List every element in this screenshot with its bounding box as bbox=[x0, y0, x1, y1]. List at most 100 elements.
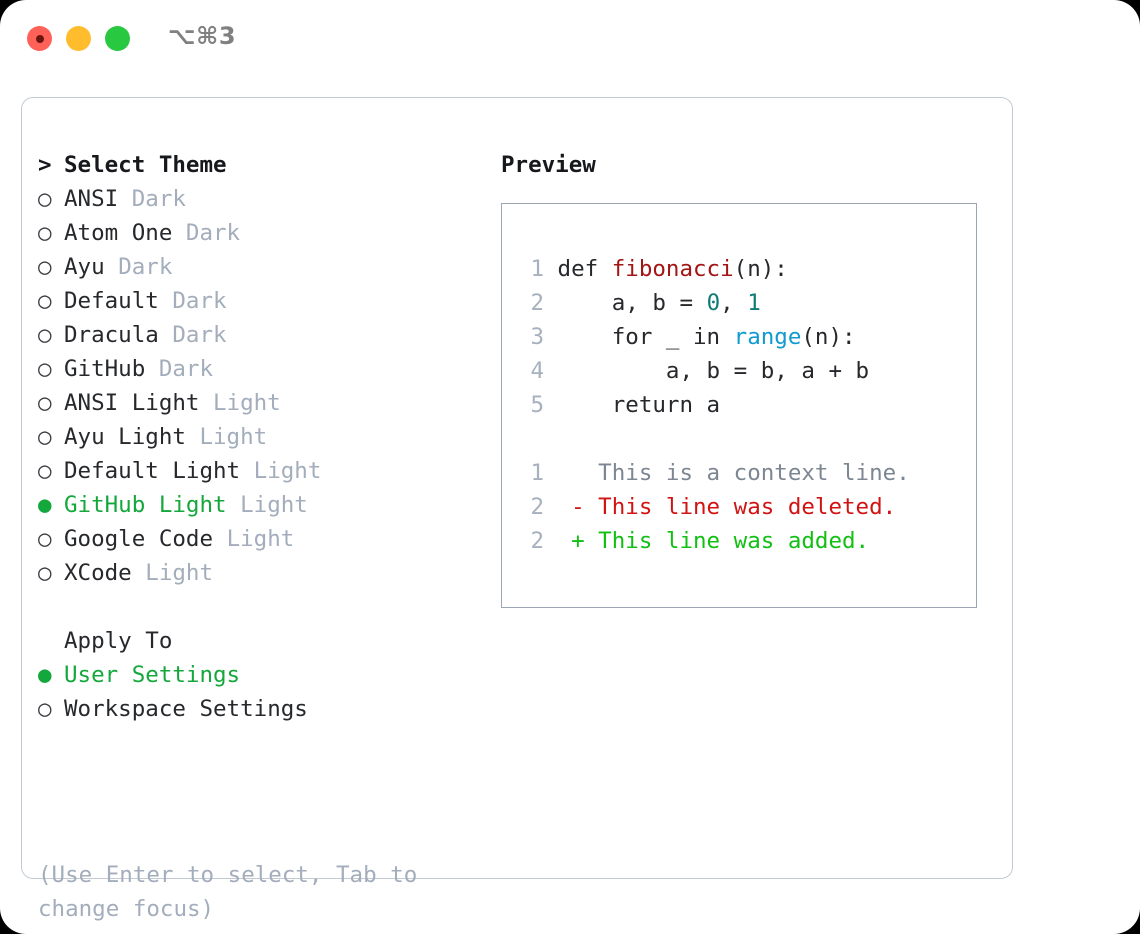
line-number: 2 bbox=[530, 290, 544, 316]
radio-unselected-icon[interactable]: ○ bbox=[38, 288, 66, 314]
code-token-plain: (n): bbox=[801, 324, 856, 350]
theme-list-item[interactable]: ○ Default Dark bbox=[38, 284, 488, 318]
theme-name-label: GitHub bbox=[64, 356, 159, 382]
select-theme-header-label: Select Theme bbox=[64, 152, 227, 178]
gutter-spacer bbox=[544, 290, 558, 316]
theme-list-item[interactable]: ○ Default Light Light bbox=[38, 454, 488, 488]
apply-to-header-label: Apply To bbox=[64, 628, 173, 654]
radio-unselected-icon[interactable]: ○ bbox=[38, 322, 66, 348]
radio-unselected-icon[interactable]: ○ bbox=[38, 254, 66, 280]
code-token-number: 0 bbox=[706, 290, 721, 316]
apply-to-header: Apply To bbox=[38, 624, 488, 658]
theme-category-label: Light bbox=[199, 424, 268, 450]
theme-category-label: Light bbox=[253, 458, 322, 484]
theme-list-item[interactable]: ○ ANSI Dark bbox=[38, 182, 488, 216]
theme-name-label: Google Code bbox=[64, 526, 227, 552]
gutter-spacer bbox=[544, 256, 558, 282]
code-token-builtin: range bbox=[733, 324, 802, 350]
focus-caret-icon: > bbox=[38, 152, 66, 178]
diff-line-number: 2 bbox=[530, 494, 544, 520]
code-token-plain: return a bbox=[557, 392, 721, 418]
theme-list-item[interactable]: ○ Ayu Light Light bbox=[38, 420, 488, 454]
code-line: 3 for _ in range(n): bbox=[516, 320, 910, 354]
diff-line: 1 This is a context line. bbox=[516, 456, 910, 490]
apply-to-items-container: ● User Settings○ Workspace Settings bbox=[38, 658, 488, 726]
theme-list-item[interactable]: ○ Dracula Dark bbox=[38, 318, 488, 352]
code-line: 4 a, b = b, a + b bbox=[516, 354, 910, 388]
line-number: 4 bbox=[530, 358, 544, 384]
preview-title: Preview bbox=[501, 152, 596, 178]
theme-category-label: Dark bbox=[118, 254, 173, 280]
apply-to-group: Apply To ● User Settings○ Workspace Sett… bbox=[38, 624, 488, 726]
theme-category-label: Light bbox=[226, 526, 295, 552]
radio-unselected-icon[interactable]: ○ bbox=[38, 424, 66, 450]
gutter-spacer bbox=[544, 324, 558, 350]
theme-list-item[interactable]: ○ XCode Light bbox=[38, 556, 488, 590]
select-theme-header: > Select Theme bbox=[38, 148, 488, 182]
theme-category-label: Dark bbox=[158, 356, 214, 382]
window-titlebar: ⌥⌘3 bbox=[0, 0, 1140, 78]
theme-name-label: Ayu bbox=[64, 254, 119, 280]
radio-selected-icon[interactable]: ● bbox=[38, 492, 66, 518]
code-token-function: fibonacci bbox=[611, 256, 734, 282]
theme-selector-list: > Select Theme ○ ANSI Dark○ Atom One Dar… bbox=[38, 148, 488, 726]
theme-name-label: Atom One bbox=[64, 220, 186, 246]
theme-name-label: Dracula bbox=[64, 322, 173, 348]
theme-list-item[interactable]: ○ Ayu Dark bbox=[38, 250, 488, 284]
theme-category-label: Light bbox=[145, 560, 214, 586]
theme-name-label: Default Light bbox=[64, 458, 254, 484]
code-token-plain: a, b = bbox=[557, 290, 707, 316]
close-window-button[interactable] bbox=[27, 26, 52, 51]
code-token-plain: def bbox=[557, 256, 612, 282]
theme-name-label: Default bbox=[64, 288, 173, 314]
apply-to-option-label: Workspace Settings bbox=[64, 696, 308, 722]
line-number: 1 bbox=[530, 256, 544, 282]
theme-list-item[interactable]: ○ Atom One Dark bbox=[38, 216, 488, 250]
diff-lines-container: 1 This is a context line.2 - This line w… bbox=[516, 456, 910, 558]
theme-name-label: ANSI Light bbox=[64, 390, 214, 416]
theme-list-item[interactable]: ○ GitHub Dark bbox=[38, 352, 488, 386]
diff-line-text: - This line was deleted. bbox=[544, 494, 897, 520]
radio-unselected-icon[interactable]: ○ bbox=[38, 220, 66, 246]
radio-unselected-icon[interactable]: ○ bbox=[38, 458, 66, 484]
line-number: 5 bbox=[530, 392, 544, 418]
preview-column: Preview 1 def fibonacci(n):2 a, b = 0, 1… bbox=[501, 148, 977, 608]
radio-unselected-icon[interactable]: ○ bbox=[38, 696, 66, 722]
code-token-number: 1 bbox=[747, 290, 761, 316]
minimize-window-button[interactable] bbox=[66, 26, 91, 51]
diff-line: 2 + This line was added. bbox=[516, 524, 910, 558]
code-line: 2 a, b = 0, 1 bbox=[516, 286, 910, 320]
radio-unselected-icon[interactable]: ○ bbox=[38, 526, 66, 552]
diff-line: 2 - This line was deleted. bbox=[516, 490, 910, 524]
diff-line-number: 1 bbox=[530, 460, 544, 486]
radio-unselected-icon[interactable]: ○ bbox=[38, 560, 66, 586]
radio-selected-icon[interactable]: ● bbox=[38, 662, 66, 688]
radio-unselected-icon[interactable]: ○ bbox=[38, 356, 66, 382]
theme-list-item[interactable]: ○ Google Code Light bbox=[38, 522, 488, 556]
code-diff-separator bbox=[516, 422, 910, 456]
line-number: 3 bbox=[530, 324, 544, 350]
theme-name-label: GitHub Light bbox=[64, 492, 241, 518]
diff-line-text: This is a context line. bbox=[544, 460, 910, 486]
theme-category-label: Dark bbox=[172, 288, 227, 314]
theme-list-item[interactable]: ● GitHub Light Light bbox=[38, 488, 488, 522]
diff-line-text: + This line was added. bbox=[544, 528, 870, 554]
code-token-plain: for _ in bbox=[557, 324, 734, 350]
keyboard-hint-text: (Use Enter to select, Tab to change focu… bbox=[38, 862, 431, 922]
code-line: 1 def fibonacci(n): bbox=[516, 252, 910, 286]
maximize-window-button[interactable] bbox=[105, 26, 130, 51]
apply-to-option[interactable]: ○ Workspace Settings bbox=[38, 692, 488, 726]
code-token-plain: (n): bbox=[733, 256, 788, 282]
theme-category-label: Light bbox=[240, 492, 308, 518]
apply-to-option[interactable]: ● User Settings bbox=[38, 658, 488, 692]
gutter-spacer bbox=[544, 392, 558, 418]
theme-list-item[interactable]: ○ ANSI Light Light bbox=[38, 386, 488, 420]
theme-category-label: Light bbox=[213, 390, 281, 416]
diff-line-number: 2 bbox=[530, 528, 544, 554]
radio-unselected-icon[interactable]: ○ bbox=[38, 390, 66, 416]
radio-unselected-icon[interactable]: ○ bbox=[38, 186, 66, 212]
traffic-light-group bbox=[27, 26, 130, 51]
theme-name-label: ANSI bbox=[64, 186, 132, 212]
